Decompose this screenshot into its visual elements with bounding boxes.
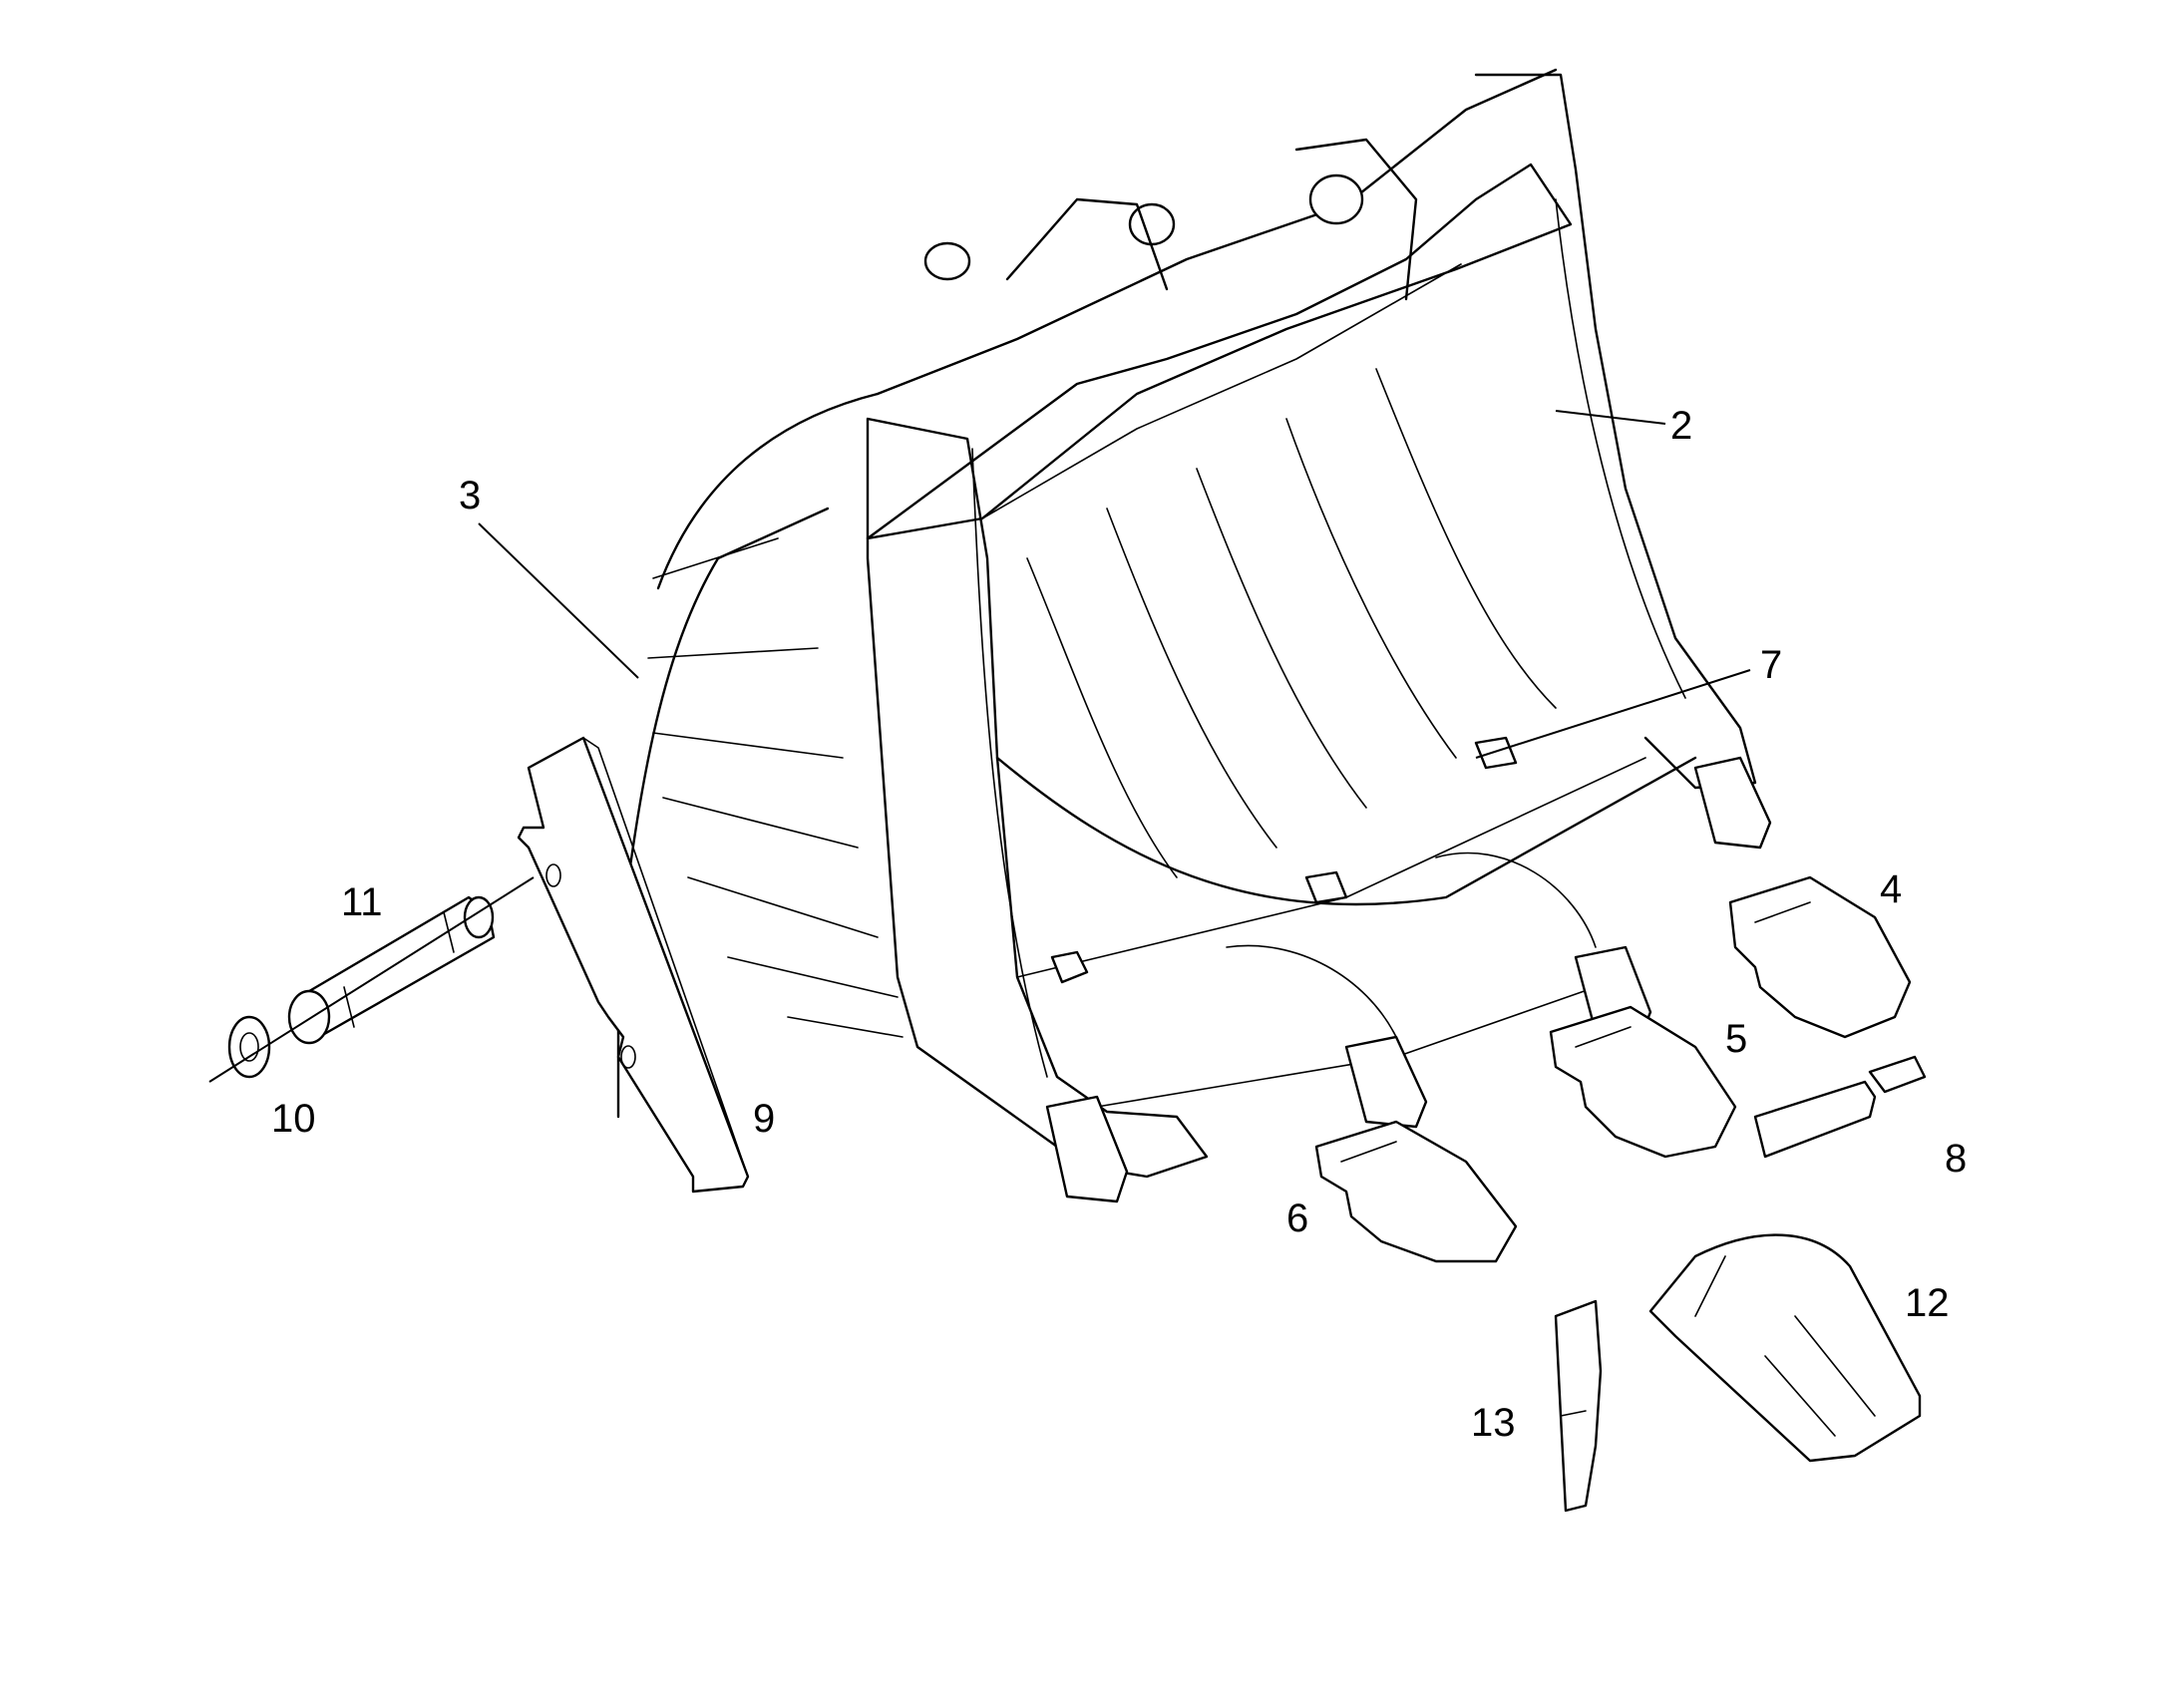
callout-11: 11 — [341, 880, 383, 924]
adapter-part-4 — [1728, 875, 1912, 1039]
bucket-assembly — [616, 68, 1772, 1203]
retainer-pin-part — [1554, 1299, 1603, 1513]
adapter-part-5 — [1549, 1005, 1737, 1159]
callout-3: 3 — [459, 474, 481, 517]
callout-4: 4 — [1880, 867, 1902, 911]
callout-2: 2 — [1670, 404, 1692, 448]
leader-lines — [208, 410, 1751, 1083]
callout-10: 10 — [271, 1097, 316, 1141]
callout-labels: 2 3 4 5 6 7 8 9 10 11 12 13 — [271, 404, 1967, 1445]
callout-13: 13 — [1471, 1401, 1516, 1445]
callout-6: 6 — [1286, 1196, 1308, 1240]
lock-clip-part — [1753, 1055, 1927, 1159]
callout-9: 9 — [753, 1097, 775, 1141]
callout-5: 5 — [1725, 1017, 1747, 1061]
side-cutter-part — [517, 736, 750, 1194]
pin-part — [287, 895, 496, 1045]
tooth-tip-part — [1648, 1233, 1922, 1463]
callout-7: 7 — [1760, 643, 1782, 687]
callout-12: 12 — [1905, 1281, 1950, 1325]
adapter-part-6 — [1314, 1120, 1518, 1263]
callout-8: 8 — [1945, 1137, 1967, 1181]
